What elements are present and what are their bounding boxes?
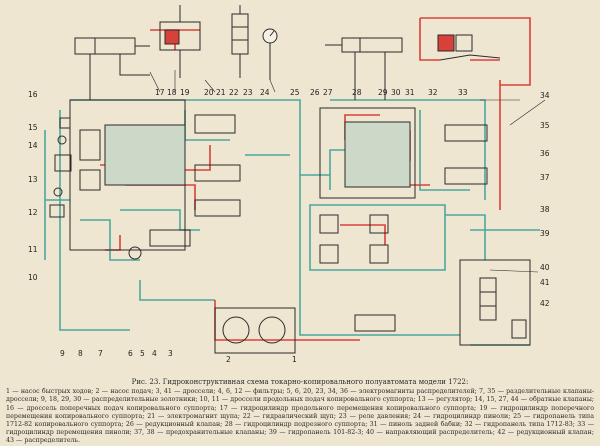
label-17: 17 — [155, 88, 165, 97]
label-35: 35 — [540, 121, 550, 130]
label-14: 14 — [28, 141, 38, 150]
label-16: 16 — [28, 90, 38, 99]
label-33: 33 — [458, 88, 468, 97]
label-7: 7 — [98, 349, 103, 358]
label-9: 9 — [60, 349, 65, 358]
label-37: 37 — [540, 173, 550, 182]
label-31: 31 — [405, 88, 415, 97]
label-2: 2 — [226, 355, 231, 364]
label-36: 36 — [540, 149, 550, 158]
part-number-labels: 17 18 19 20 21 22 23 24 25 26 27 28 29 3… — [28, 88, 550, 364]
label-21: 21 — [216, 88, 226, 97]
label-34: 34 — [540, 91, 550, 100]
label-25: 25 — [290, 88, 300, 97]
label-4: 4 — [152, 349, 157, 358]
label-30: 30 — [391, 88, 401, 97]
label-8: 8 — [78, 349, 83, 358]
hydraulic-schematic: 17 18 19 20 21 22 23 24 25 26 27 28 29 3… — [28, 5, 550, 364]
label-3: 3 — [168, 349, 173, 358]
label-40: 40 — [540, 263, 550, 272]
label-24: 24 — [260, 88, 270, 97]
label-28: 28 — [352, 88, 362, 97]
label-1: 1 — [292, 355, 297, 364]
label-41: 41 — [540, 278, 550, 287]
label-27: 27 — [323, 88, 333, 97]
label-12: 12 — [28, 208, 38, 217]
label-22: 22 — [229, 88, 239, 97]
label-39: 39 — [540, 229, 550, 238]
caption-title: Рис. 23. Гидроконструктивная схема токар… — [131, 378, 469, 386]
label-10: 10 — [28, 273, 38, 282]
label-23: 23 — [243, 88, 253, 97]
label-26: 26 — [310, 88, 320, 97]
label-29: 29 — [378, 88, 388, 97]
drain-lines — [44, 99, 540, 346]
label-11: 11 — [28, 245, 38, 254]
label-38: 38 — [540, 205, 550, 214]
label-5: 5 — [140, 349, 145, 358]
label-32: 32 — [428, 88, 438, 97]
outlines — [49, 5, 531, 354]
caption-body: 1 — насос быстрых ходов; 2 — насос подач… — [6, 388, 594, 445]
label-19: 19 — [180, 88, 190, 97]
leader-lines — [149, 70, 546, 273]
label-18: 18 — [167, 88, 177, 97]
figure-caption: Рис. 23. Гидроконструктивная схема токар… — [6, 378, 594, 446]
label-13: 13 — [28, 175, 38, 184]
label-15: 15 — [28, 123, 38, 132]
label-20: 20 — [204, 88, 214, 97]
label-42: 42 — [540, 299, 550, 308]
label-6: 6 — [128, 349, 133, 358]
